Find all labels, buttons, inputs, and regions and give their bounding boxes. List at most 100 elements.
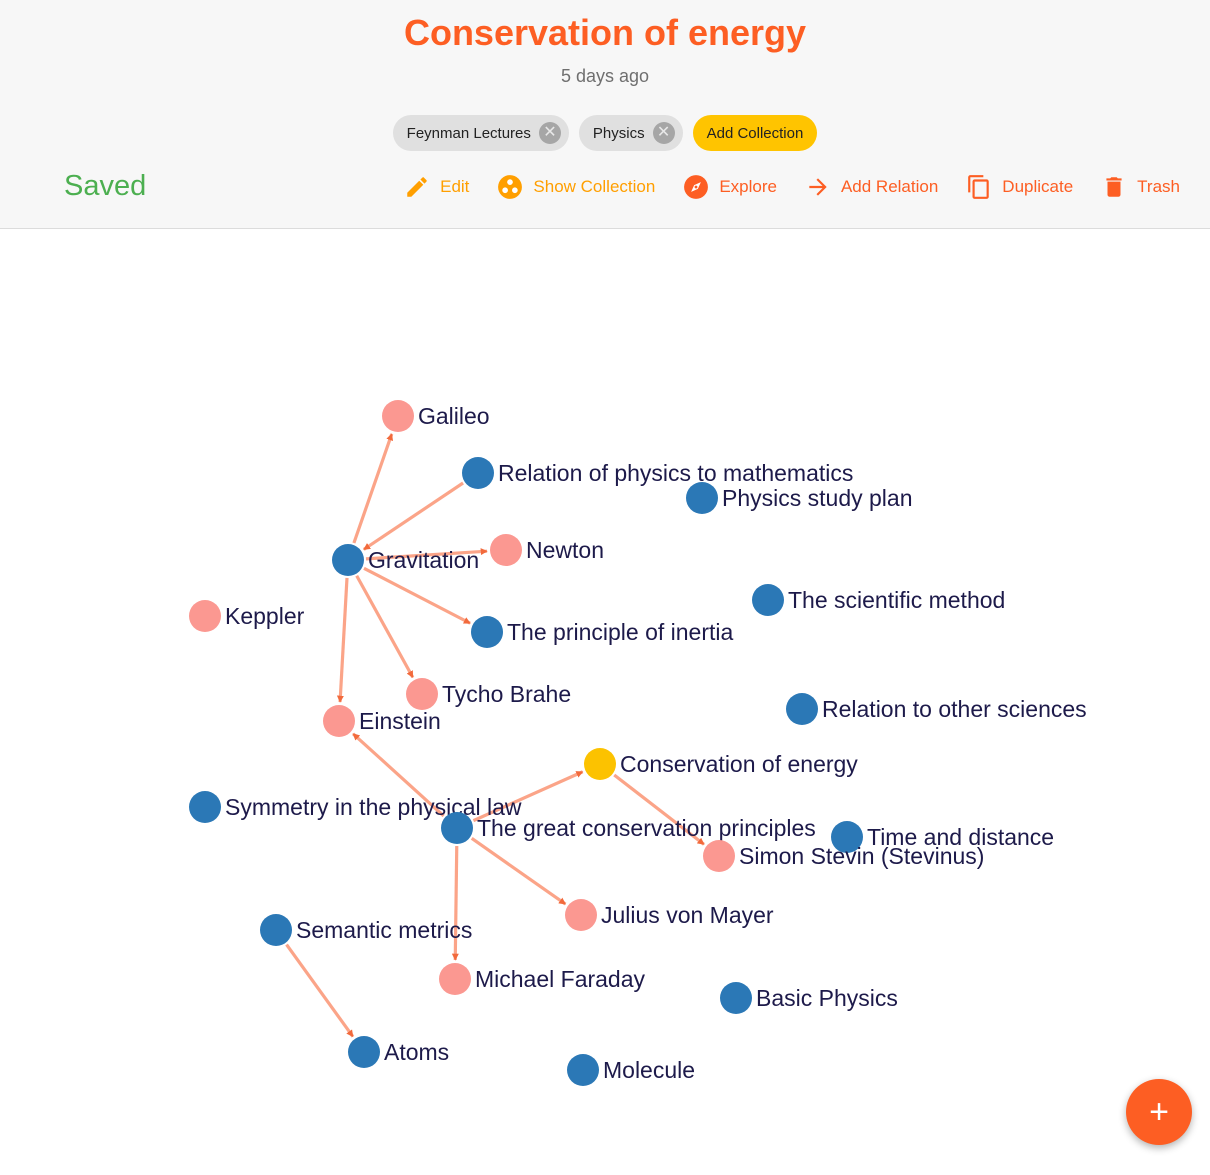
relation-edge-gravitation-tycho[interactable] xyxy=(355,574,415,679)
node-label: Simon Stevin (Stevinus) xyxy=(739,843,984,869)
node-label: The great conservation principles xyxy=(477,815,816,841)
graph-node-basic[interactable]: Basic Physics xyxy=(720,982,898,1014)
node-label: Relation to other sciences xyxy=(822,696,1087,722)
node-dot[interactable] xyxy=(703,840,735,872)
node-dot[interactable] xyxy=(382,400,414,432)
collection-chip[interactable]: Feynman Lectures ✕ xyxy=(392,115,569,151)
relation-edge-great-cons-faraday[interactable] xyxy=(451,845,459,961)
edit-label: Edit xyxy=(440,177,470,196)
node-label: Basic Physics xyxy=(756,985,898,1011)
trash-button[interactable]: Trash xyxy=(1101,174,1180,200)
relation-edge-great-cons-mayer[interactable] xyxy=(470,837,567,906)
node-dot[interactable] xyxy=(260,914,292,946)
relation-edge-gravitation-galileo[interactable] xyxy=(352,433,394,544)
node-label: Time and distance xyxy=(867,824,1054,850)
node-label: The principle of inertia xyxy=(507,619,733,645)
pencil-icon xyxy=(404,174,430,200)
graph-node-molecule[interactable]: Molecule xyxy=(567,1054,695,1086)
compass-icon xyxy=(683,174,709,200)
node-dot[interactable] xyxy=(565,899,597,931)
node-label: Galileo xyxy=(418,403,490,429)
graph-node-gravitation[interactable]: Gravitation xyxy=(332,544,479,576)
page-header: Conservation of energy 5 days ago Feynma… xyxy=(0,0,1210,229)
add-relation-label: Add Relation xyxy=(840,177,939,196)
node-label: Physics study plan xyxy=(722,485,912,511)
graph-node-keppler[interactable]: Keppler xyxy=(189,600,305,632)
node-dot[interactable] xyxy=(471,616,503,648)
node-label: Symmetry in the physical law xyxy=(225,794,522,820)
node-label: Tycho Brahe xyxy=(442,681,571,707)
node-label: Conservation of energy xyxy=(620,751,858,777)
relation-edge-semantic-atoms[interactable] xyxy=(285,943,355,1038)
add-relation-button[interactable]: Add Relation xyxy=(805,174,938,200)
relation-edge-gravitation-inertia[interactable] xyxy=(363,566,471,625)
node-label: Keppler xyxy=(225,603,305,629)
action-toolbar: Edit Show Collection Explore Add Relatio… xyxy=(404,174,1180,200)
node-dot[interactable] xyxy=(462,457,494,489)
graph-node-semantic[interactable]: Semantic metrics xyxy=(260,914,472,946)
node-dot[interactable] xyxy=(720,982,752,1014)
node-dot[interactable] xyxy=(332,544,364,576)
relation-edge-gravitation-newton[interactable] xyxy=(365,548,488,561)
graph-node-sci-method[interactable]: The scientific method xyxy=(752,584,1005,616)
duplicate-button[interactable]: Duplicate xyxy=(966,174,1073,200)
node-dot[interactable] xyxy=(752,584,784,616)
arrow-right-icon xyxy=(805,174,831,200)
collection-chip-label: Feynman Lectures xyxy=(406,124,531,142)
graph-node-mayer[interactable]: Julius von Mayer xyxy=(565,899,774,931)
node-dot[interactable] xyxy=(441,812,473,844)
collection-chip-label: Physics xyxy=(592,124,645,142)
graph-node-galileo[interactable]: Galileo xyxy=(382,400,490,432)
relation-edge-rel-math-gravitation[interactable] xyxy=(362,481,464,551)
relation-edge-gravitation-einstein[interactable] xyxy=(336,577,349,703)
graph-node-other-sci[interactable]: Relation to other sciences xyxy=(786,693,1087,725)
node-dot[interactable] xyxy=(567,1054,599,1086)
graph-node-great-cons[interactable]: The great conservation principles xyxy=(441,812,816,844)
edit-button[interactable]: Edit xyxy=(404,174,469,200)
node-label: Newton xyxy=(526,537,604,563)
node-dot[interactable] xyxy=(348,1036,380,1068)
graph-node-stevin[interactable]: Simon Stevin (Stevinus) xyxy=(703,840,984,872)
graph-node-atoms[interactable]: Atoms xyxy=(348,1036,449,1068)
graph-node-faraday[interactable]: Michael Faraday xyxy=(439,963,646,995)
relation-edge-great-cons-einstein[interactable] xyxy=(352,732,445,818)
graph-node-time-dist[interactable]: Time and distance xyxy=(831,821,1054,853)
add-collection-button[interactable]: Add Collection xyxy=(692,115,818,151)
explore-button[interactable]: Explore xyxy=(683,174,777,200)
graph-node-rel-math[interactable]: Relation of physics to mathematics xyxy=(462,457,853,489)
node-dot[interactable] xyxy=(439,963,471,995)
add-note-button[interactable]: + xyxy=(1126,1079,1192,1145)
last-modified: 5 days ago xyxy=(560,66,650,86)
node-dot[interactable] xyxy=(406,678,438,710)
collection-chips: Feynman Lectures ✕ Physics ✕ Add Collect… xyxy=(0,115,1210,151)
node-dot[interactable] xyxy=(584,748,616,780)
relation-edge-conservation-stevin[interactable] xyxy=(613,773,705,846)
node-dot[interactable] xyxy=(831,821,863,853)
relation-edge-great-cons-conservation[interactable] xyxy=(472,770,584,823)
node-dot[interactable] xyxy=(786,693,818,725)
graph-node-einstein[interactable]: Einstein xyxy=(323,705,441,737)
graph-node-inertia[interactable]: The principle of inertia xyxy=(471,616,733,648)
node-label: Einstein xyxy=(359,708,441,734)
node-dot[interactable] xyxy=(189,791,221,823)
graph-node-symmetry[interactable]: Symmetry in the physical law xyxy=(189,791,522,823)
collection-icon xyxy=(497,174,523,200)
node-dot[interactable] xyxy=(490,534,522,566)
show-collection-label: Show Collection xyxy=(533,177,656,196)
node-dot[interactable] xyxy=(323,705,355,737)
node-label: Molecule xyxy=(603,1057,695,1083)
node-dot[interactable] xyxy=(686,482,718,514)
node-dot[interactable] xyxy=(189,600,221,632)
graph-node-study-plan[interactable]: Physics study plan xyxy=(686,482,912,514)
graph-node-newton[interactable]: Newton xyxy=(490,534,604,566)
remove-collection-icon[interactable]: ✕ xyxy=(538,122,561,144)
graph-edges xyxy=(285,433,705,1038)
graph-node-tycho[interactable]: Tycho Brahe xyxy=(406,678,571,710)
remove-collection-icon[interactable]: ✕ xyxy=(652,122,675,144)
show-collection-button[interactable]: Show Collection xyxy=(497,174,655,200)
collection-chip[interactable]: Physics ✕ xyxy=(578,115,683,151)
node-label: Michael Faraday xyxy=(475,966,646,992)
graph-node-conservation[interactable]: Conservation of energy xyxy=(584,748,858,780)
